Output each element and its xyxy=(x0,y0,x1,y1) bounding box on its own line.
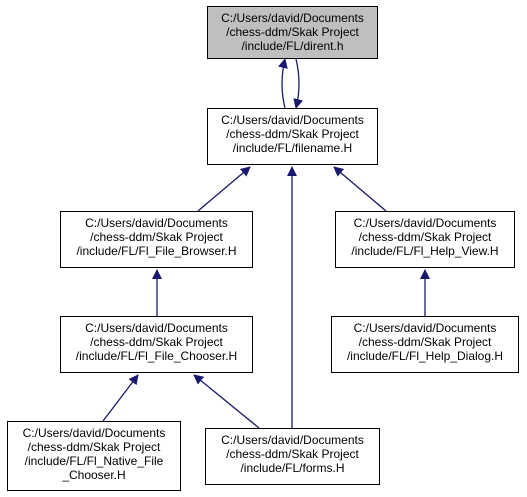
node-filename-h[interactable]: C:/Users/david/Documents /chess-ddm/Skak… xyxy=(207,108,378,165)
node-dirent-h: C:/Users/david/Documents /chess-ddm/Skak… xyxy=(207,6,378,59)
node-fl-native-file-chooser-h[interactable]: C:/Users/david/Documents /chess-ddm/Skak… xyxy=(7,421,181,491)
edge-dirent-to-filename xyxy=(293,58,304,109)
node-fl-file-chooser-h[interactable]: C:/Users/david/Documents /chess-ddm/Skak… xyxy=(60,316,253,373)
edge-filename-to-dirent xyxy=(278,58,288,109)
edge-file-browser-to-filename xyxy=(197,166,251,212)
edge-help-view-to-filename xyxy=(333,166,387,212)
edge-native-file-chooser-to-file-chooser xyxy=(102,374,139,422)
node-fl-help-dialog-h[interactable]: C:/Users/david/Documents /chess-ddm/Skak… xyxy=(331,316,519,373)
node-fl-file-browser-h[interactable]: C:/Users/david/Documents /chess-ddm/Skak… xyxy=(60,211,253,268)
node-forms-h[interactable]: C:/Users/david/Documents /chess-ddm/Skak… xyxy=(205,428,380,485)
edge-forms-to-file-chooser xyxy=(193,374,260,429)
node-fl-help-view-h[interactable]: C:/Users/david/Documents /chess-ddm/Skak… xyxy=(335,211,515,268)
